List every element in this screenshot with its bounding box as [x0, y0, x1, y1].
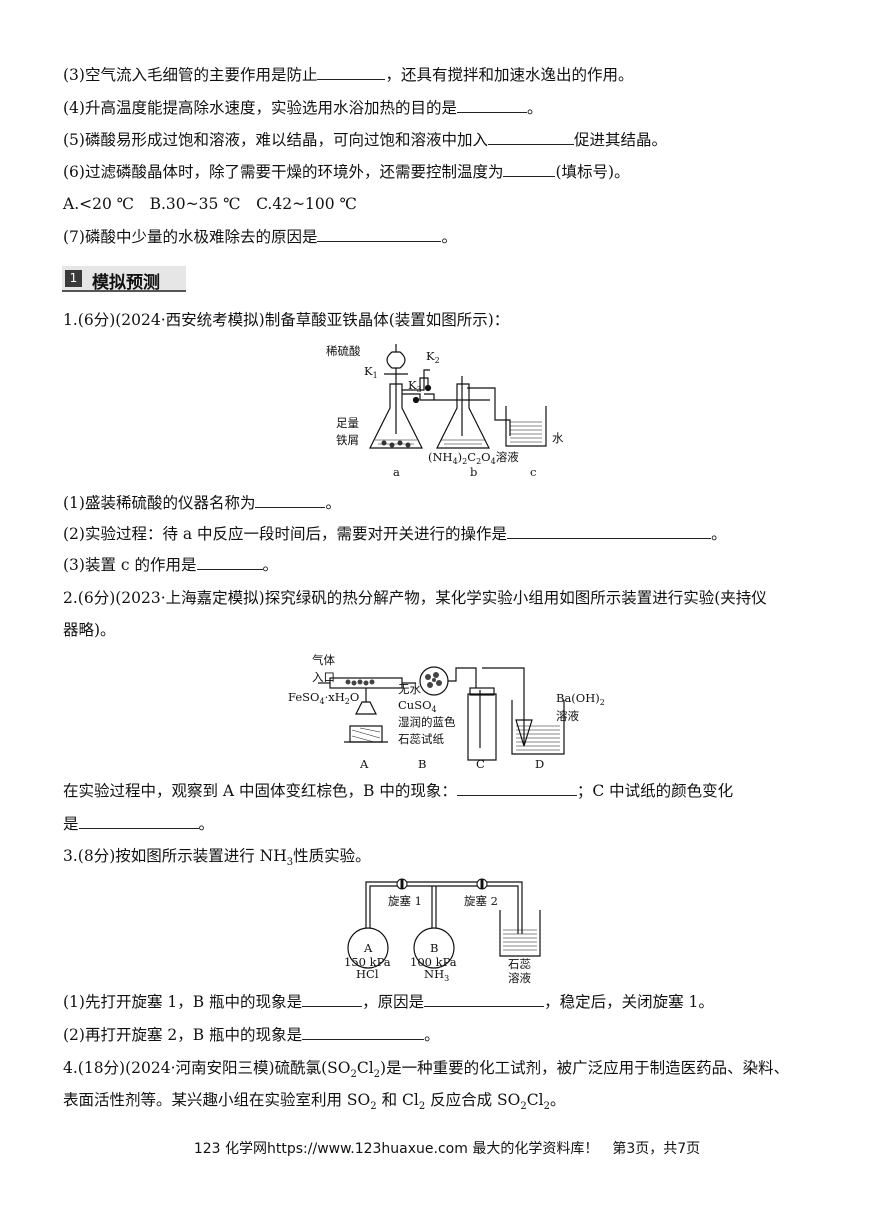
page-footer: 123 化学网https://www.123huaxue.com 最大的化学资料…: [193, 1141, 701, 1157]
section-title: 模拟预测: [92, 273, 160, 293]
section-header: 1 模拟预测: [62, 266, 186, 293]
answer-blank[interactable]: [78, 813, 199, 829]
label-a: a: [393, 465, 400, 479]
section-rule: [62, 290, 186, 292]
label-valve-2: 旋塞 2: [464, 894, 498, 908]
answer-blank[interactable]: [255, 492, 326, 508]
answer-blank[interactable]: [456, 97, 527, 113]
label-acid: 稀硫酸: [326, 344, 361, 358]
label-b: b: [470, 465, 477, 479]
problem-2-observation-2: 是。: [63, 813, 215, 833]
question-3: (3)空气流入毛细管的主要作用是防止，还具有搅拌和加速水逸出的作用。: [63, 64, 634, 84]
figure-3-apparatus: 旋塞 1 旋塞 2 A B 150 kPa HCl 100 kPa NH3 石蕊…: [344, 878, 541, 985]
label-feso4: FeSO4·xH2O: [288, 690, 359, 706]
answer-blank[interactable]: [487, 129, 574, 145]
answer-blank[interactable]: [317, 64, 386, 80]
label-flask-B: B: [430, 941, 438, 955]
label-pressure-A: 150 kPa: [344, 955, 391, 969]
problem-1-sub-3: (3)装置 c 的作用是。: [63, 554, 279, 574]
question-6: (6)过滤磷酸晶体时，除了需要干燥的环境外，还需要控制温度为(填标号)。: [63, 161, 630, 181]
label-ba-solution: 溶液: [556, 709, 579, 723]
label-paper-1: 湿润的蓝色: [398, 715, 456, 729]
question-6-options: A.<20 ℃ B.30~35 ℃ C.42~100 ℃: [63, 195, 357, 213]
label-solution: (NH4)2C2O4溶液: [428, 450, 519, 466]
figure-1-apparatus: 稀硫酸 K1 K2 K3 足量 铁屑 (NH4)2C2O4溶液 水 a b c: [326, 344, 564, 479]
label-gas-1: 气体: [312, 653, 335, 667]
label-gas-A: HCl: [356, 967, 379, 981]
problem-1-sub-2: (2)实验过程：待 a 中反应一段时间后，需要对开关进行的操作是。: [63, 523, 727, 543]
answer-blank[interactable]: [507, 523, 712, 539]
label-litmus-2: 溶液: [508, 971, 531, 985]
label-gas-B: NH3: [424, 967, 449, 983]
problem-3-stem: 3.(8分)按如图所示装置进行 NH3性质实验。: [63, 847, 371, 869]
label-D: D: [535, 757, 544, 771]
label-C: C: [476, 757, 485, 771]
label-baoh2: Ba(OH)2: [556, 691, 605, 707]
problem-2-stem-2: 器略)。: [63, 621, 116, 639]
answer-blank[interactable]: [317, 226, 442, 242]
question-7: (7)磷酸中少量的水极难除去的原因是。: [63, 226, 457, 246]
label-k3: K3: [408, 378, 422, 394]
problem-4-line-2: 表面活性剂等。某兴趣小组在实验室利用 SO2 和 Cl2 反应合成 SO2Cl2…: [63, 1091, 566, 1113]
figure-2-apparatus: 气体 入口 FeSO4·xH2O 无水 CuSO4 湿润的蓝色 石蕊试纸 Ba(…: [288, 653, 605, 771]
answer-blank[interactable]: [503, 161, 556, 177]
label-cuso4: CuSO4: [398, 698, 437, 714]
label-k1: K1: [364, 364, 378, 380]
label-A: A: [359, 757, 369, 771]
answer-blank[interactable]: [456, 780, 577, 796]
label-litmus-1: 石蕊: [508, 957, 531, 971]
problem-1-stem: 1.(6分)(2024·西安统考模拟)制备草酸亚铁晶体(装置如图所示)：: [63, 311, 510, 329]
problem-2-stem-1: 2.(6分)(2023·上海嘉定模拟)探究绿矾的热分解产物，某化学实验小组用如图…: [63, 589, 767, 607]
problem-2-observation: 在实验过程中，观察到 A 中固体变红棕色，B 中的现象：；C 中试纸的颜色变化: [63, 780, 734, 800]
label-c: c: [530, 465, 536, 479]
problem-3-sub-1: (1)先打开旋塞 1，B 瓶中的现象是，原因是，稳定后，关闭旋塞 1。: [63, 991, 714, 1011]
answer-blank[interactable]: [302, 1024, 425, 1040]
answer-blank[interactable]: [302, 991, 363, 1007]
question-4: (4)升高温度能提高除水速度，实验选用水浴加热的目的是。: [63, 97, 543, 117]
label-anhydrous: 无水: [398, 682, 421, 696]
answer-blank[interactable]: [196, 554, 263, 570]
answer-blank[interactable]: [424, 991, 545, 1007]
problem-4-line-1: 4.(18分)(2024·河南安阳三模)硫酰氯(SO2Cl2)是一种重要的化工试…: [63, 1059, 790, 1081]
problem-1-sub-1: (1)盛装稀硫酸的仪器名称为。: [63, 492, 341, 512]
label-flask-A: A: [363, 941, 373, 955]
label-water: 水: [552, 431, 564, 445]
question-5: (5)磷酸易形成过饱和溶液，难以结晶，可向过饱和溶液中加入促进其结晶。: [63, 129, 667, 149]
label-iron-2: 铁屑: [336, 433, 359, 447]
label-B: B: [418, 757, 426, 771]
label-iron-1: 足量: [336, 416, 359, 430]
label-gas-2: 入口: [312, 670, 335, 684]
label-valve-1: 旋塞 1: [388, 894, 422, 908]
label-pressure-B: 100 kPa: [410, 955, 457, 969]
label-paper-2: 石蕊试纸: [398, 732, 444, 746]
section-number: 1: [65, 270, 82, 287]
problem-3-sub-2: (2)再打开旋塞 2，B 瓶中的现象是。: [63, 1024, 440, 1044]
label-k2: K2: [426, 349, 440, 365]
